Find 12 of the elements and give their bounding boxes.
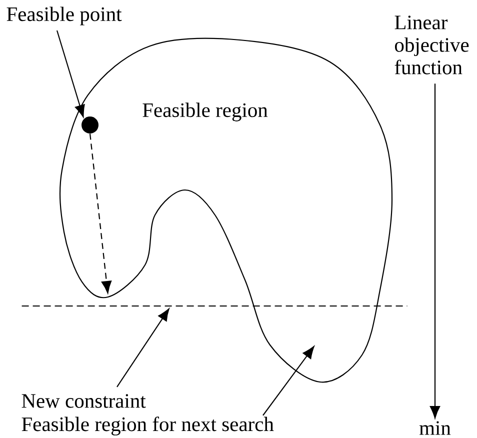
label-text: New constraint	[22, 394, 146, 408]
arrow	[430, 84, 440, 418]
point-dot	[82, 116, 98, 134]
leader-line	[56, 30, 85, 118]
arrow	[89, 134, 112, 294]
region-outline: Feasible region	[59, 38, 393, 383]
label-text: Feasible point	[6, 6, 122, 26]
leader-line	[116, 308, 170, 388]
label-text: Linear objective function	[394, 16, 469, 74]
leader-line	[262, 346, 314, 416]
label-text: Feasible region for next search	[22, 416, 274, 436]
label-text: min	[419, 421, 451, 435]
